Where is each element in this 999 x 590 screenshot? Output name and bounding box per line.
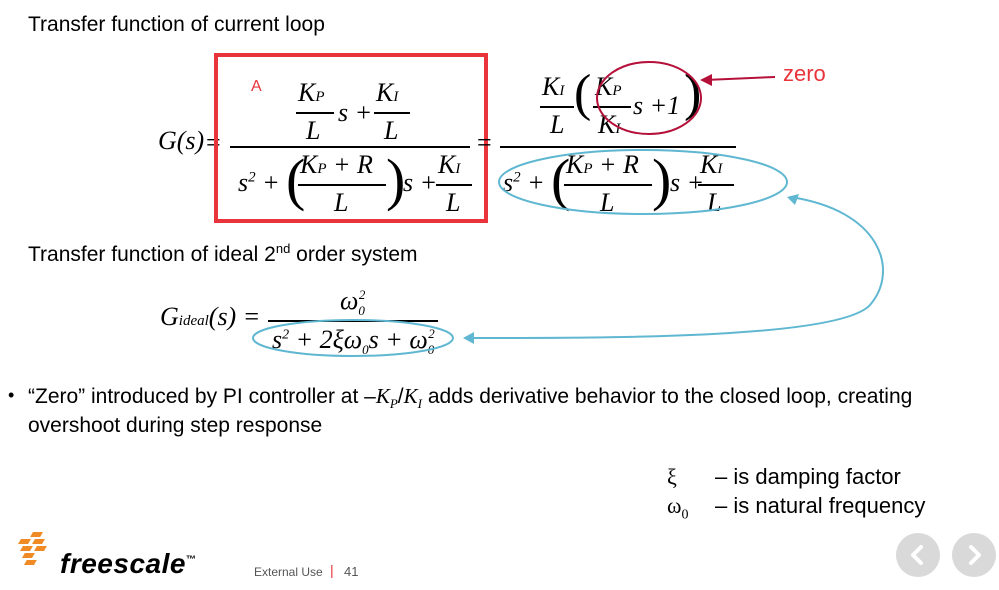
heading-ideal-prefix: Transfer function of ideal 2 — [28, 243, 276, 266]
heading-ideal-sup: nd — [275, 241, 291, 256]
footer-separator: | — [330, 562, 334, 578]
highlight-box — [214, 53, 488, 223]
gs-label: G(s) — [158, 126, 205, 155]
legend-frequency: ω0 – is natural frequency — [667, 493, 925, 523]
bullet-ki: KI — [403, 384, 422, 412]
zero-arrow — [704, 76, 776, 81]
ideal-denominator-ellipse — [252, 319, 454, 357]
denominator-ellipse — [498, 149, 788, 215]
zero-circle — [596, 61, 702, 135]
heading-current-loop: Transfer function of current loop — [28, 13, 325, 36]
bullet-text: “Zero” introduced by PI controller at –K… — [28, 384, 913, 438]
bullet-line2: overshoot during step response — [28, 414, 323, 438]
freescale-logo-icon — [15, 532, 63, 581]
legend-damping: ξ – is damping factor — [667, 464, 901, 490]
chevron-right-icon — [969, 545, 981, 565]
page-number: 41 — [344, 564, 359, 579]
brand-name: freescale™ — [60, 548, 197, 579]
prev-slide-button[interactable] — [896, 533, 940, 577]
connector-curve — [469, 196, 884, 339]
legend-omega-symbol: ω0 — [667, 493, 689, 523]
bullet-kp: KP — [375, 384, 398, 412]
annotation-a: A — [251, 78, 262, 95]
heading-ideal-suffix: order system — [290, 243, 418, 266]
equals-sign-2: = — [477, 128, 492, 157]
chevron-left-icon — [911, 545, 923, 565]
current-loop-equation: G(s) = A KP L s + KI L s2 + ( KP + R L )… — [0, 0, 999, 240]
numerator-kp: KP — [298, 78, 325, 107]
connector-arrowhead-right — [787, 194, 799, 205]
classification-label: External Use — [254, 565, 323, 579]
bullet-part2: adds derivative behavior to the closed l… — [422, 385, 913, 408]
legend-xi-text: – is damping factor — [715, 464, 901, 489]
heading-ideal-system: Transfer function of ideal 2nd order sys… — [28, 241, 418, 267]
next-slide-button[interactable] — [952, 533, 996, 577]
main-fraction-line — [230, 146, 470, 148]
connector-arrowhead-left — [463, 332, 474, 344]
legend-xi-symbol: ξ — [667, 464, 677, 489]
bullet-dot: • — [8, 385, 15, 405]
bullet-part1: “Zero” introduced by PI controller at – — [28, 385, 376, 408]
zero-arrowhead — [700, 74, 712, 86]
legend-omega-text: – is natural frequency — [715, 493, 926, 518]
annotation-zero: zero — [783, 61, 826, 86]
